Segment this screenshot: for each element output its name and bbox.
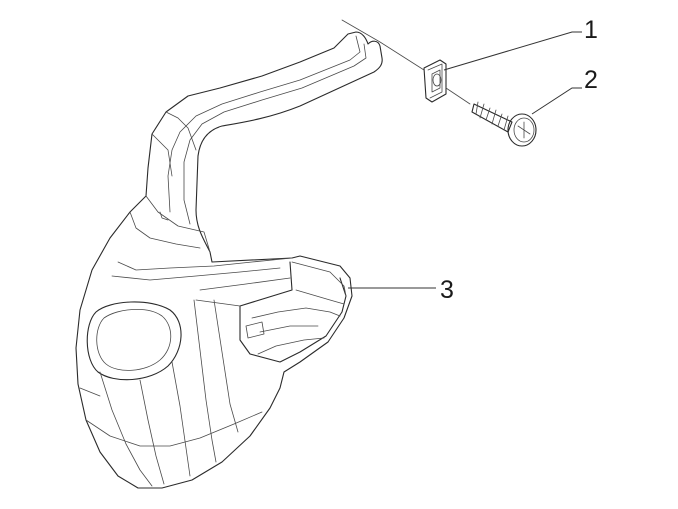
leader-2 bbox=[531, 87, 582, 115]
screw-part bbox=[471, 101, 537, 147]
lamp-opening bbox=[86, 301, 182, 381]
cover-outline bbox=[75, 31, 383, 489]
callout-3: 3 bbox=[440, 276, 454, 304]
clip-nut-part bbox=[423, 59, 447, 103]
screw-head bbox=[507, 113, 537, 147]
callout-1: 1 bbox=[584, 16, 598, 44]
cover-part bbox=[75, 31, 383, 489]
callout-2: 2 bbox=[584, 66, 598, 94]
leader-1 bbox=[443, 31, 582, 71]
assembly-axis bbox=[341, 19, 425, 71]
mounting-box bbox=[239, 261, 347, 363]
leader-lines bbox=[348, 31, 582, 289]
